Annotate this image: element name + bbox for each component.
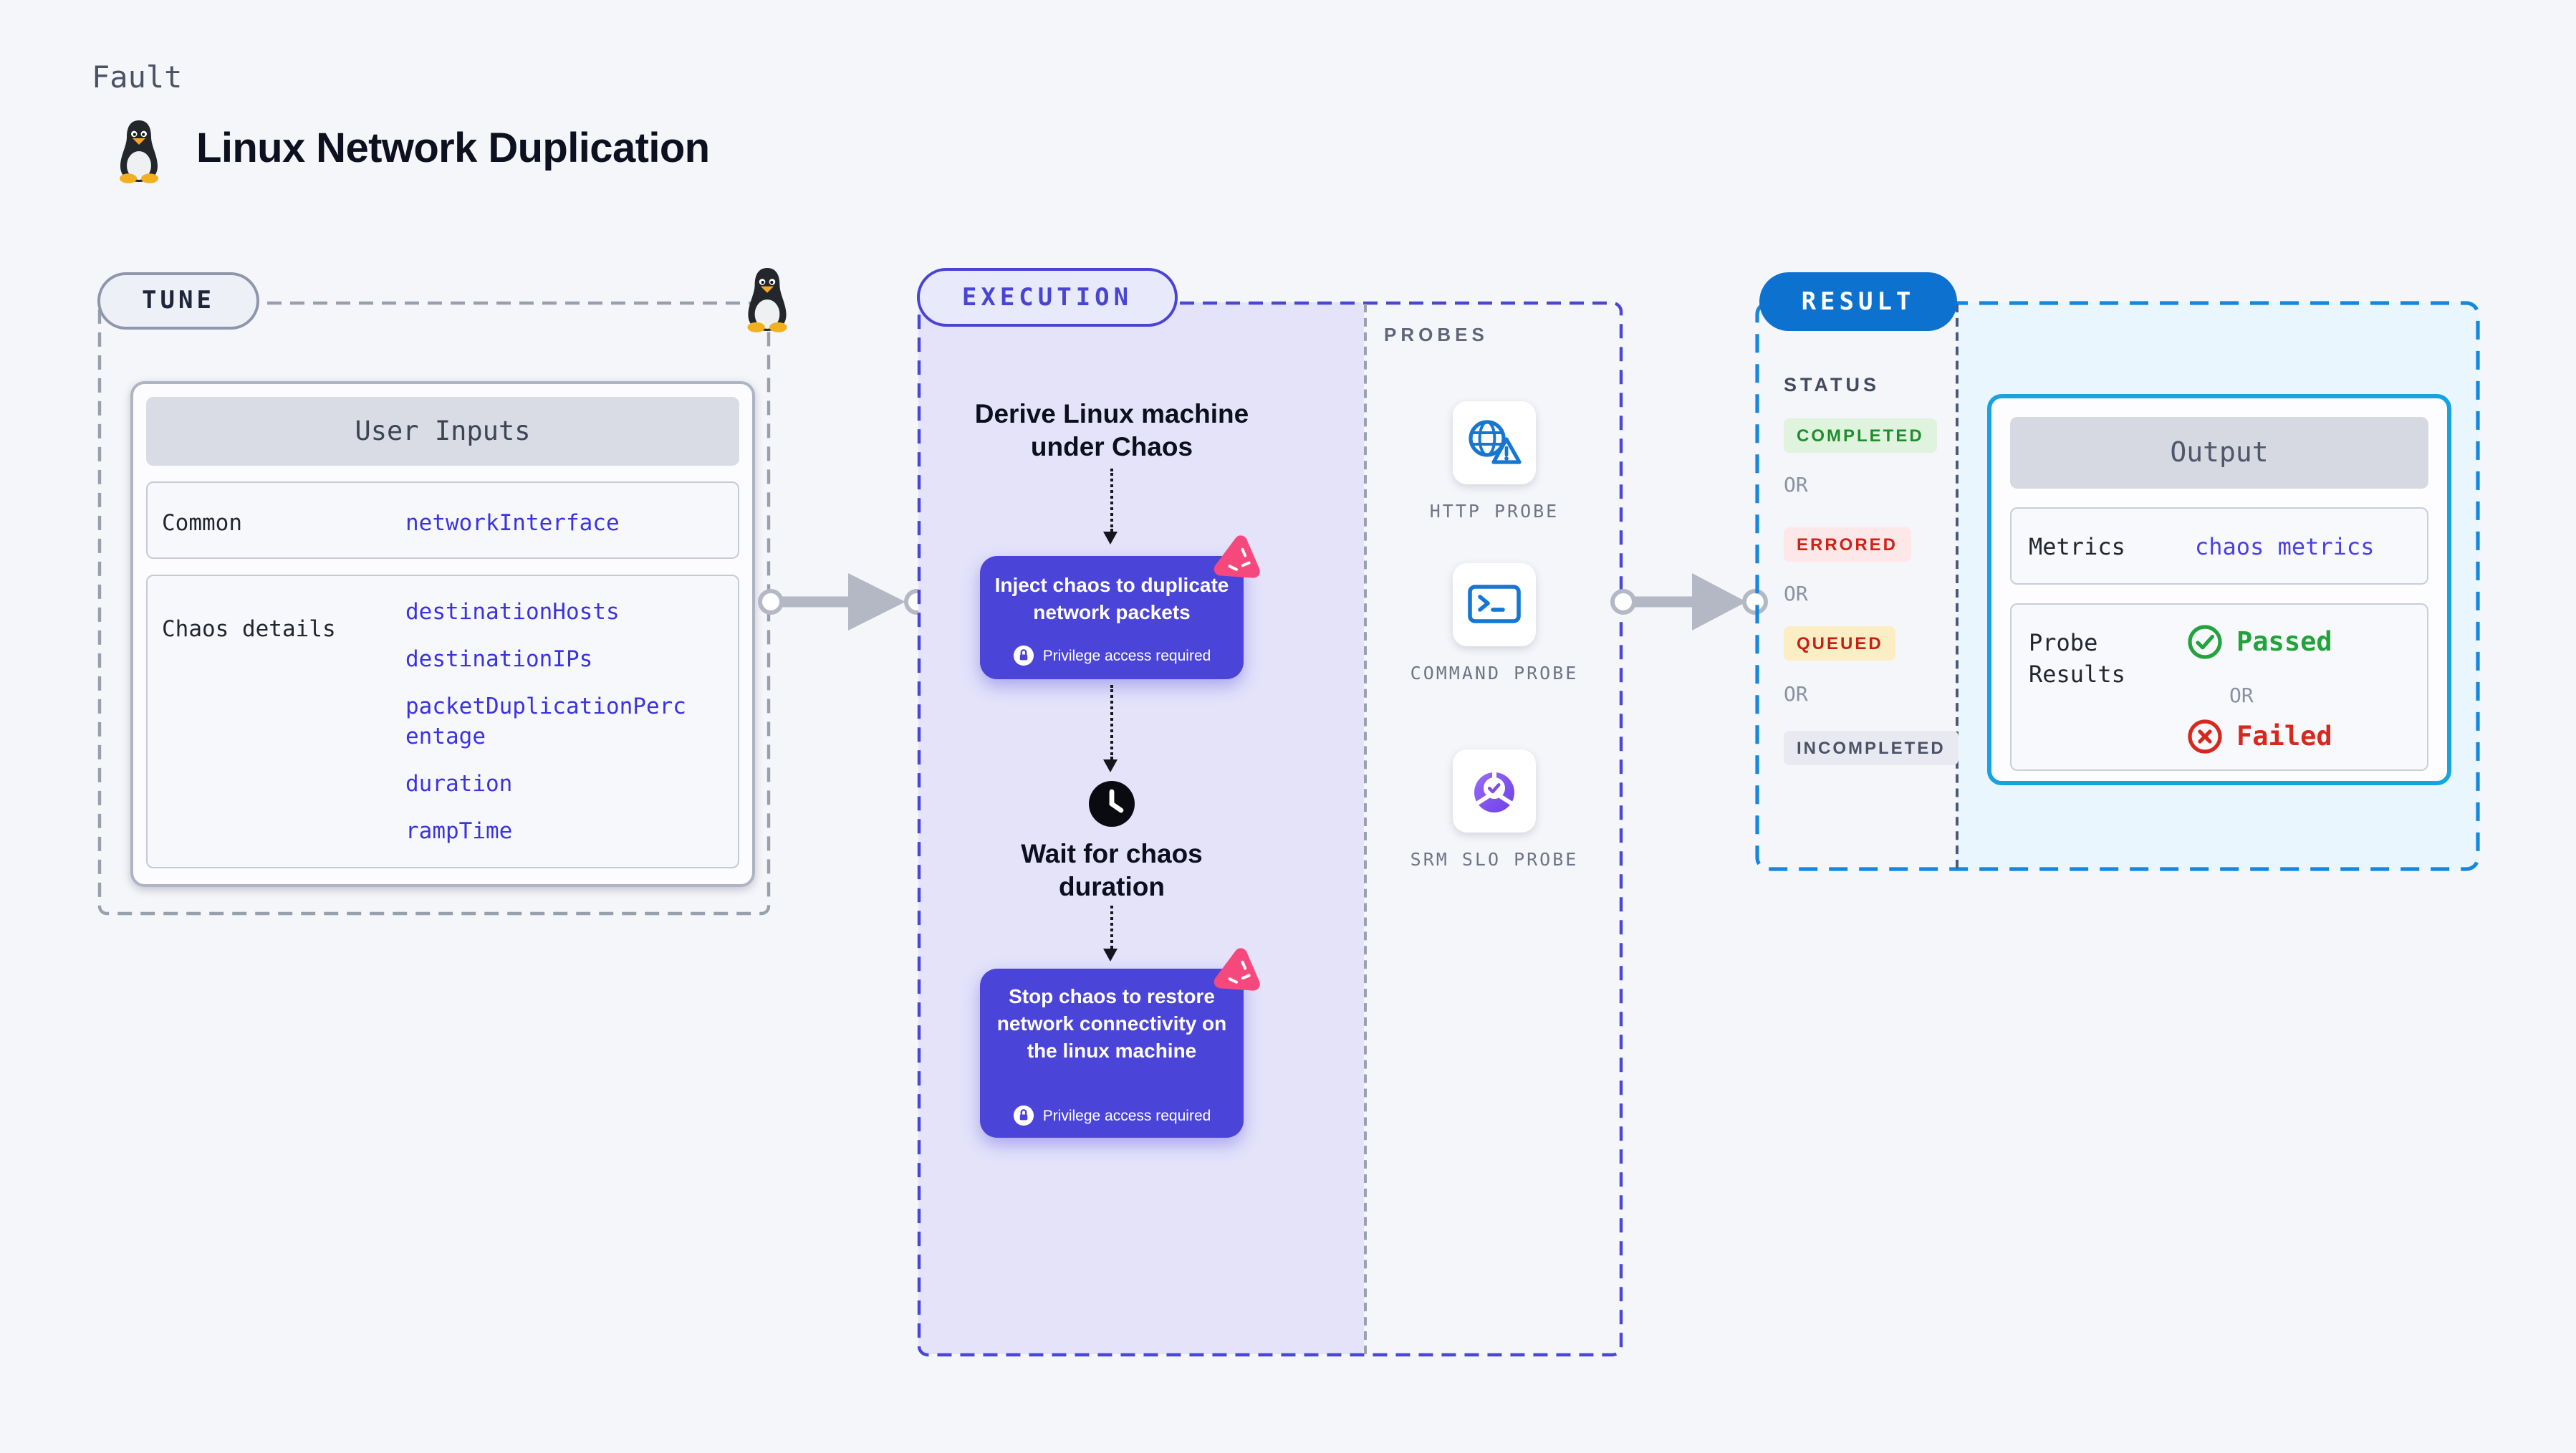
user-inputs-card: User Inputs Common networkInterface Chao… <box>130 381 755 887</box>
terminal-icon <box>1468 585 1521 623</box>
output-card: Output Metrics chaos metrics Probe Resul… <box>1987 394 2451 785</box>
or-separator: OR <box>2229 685 2254 708</box>
passed-label: Passed <box>2236 627 2332 657</box>
chaos-pink-icon <box>1213 535 1260 578</box>
flow-arrow-execution-to-result <box>1610 573 1768 630</box>
linux-tux-icon <box>747 268 787 332</box>
status-chip-completed: COMPLETED <box>1784 418 1937 453</box>
input-value[interactable]: duration <box>405 771 513 797</box>
flow-connector <box>1110 906 1113 949</box>
status-chip-errored: ERRORED <box>1784 527 1911 562</box>
flow-connector-arrowhead <box>1103 949 1118 962</box>
lock-icon <box>1013 1105 1034 1126</box>
result-container-border <box>1755 301 2480 871</box>
probe-label: COMMAND PROBE <box>1410 662 1579 684</box>
status-chip-incompleted: INCOMPLETED <box>1784 731 1959 765</box>
input-value[interactable]: packetDuplicationPercentage <box>405 694 686 749</box>
fault-kicker: Fault <box>92 60 183 95</box>
execution-container-border <box>917 301 1623 1357</box>
page-title: Linux Network Duplication <box>196 126 710 172</box>
output-header: Output <box>2010 417 2428 489</box>
status-output-divider <box>1956 304 1959 868</box>
srm-slo-probe-card[interactable] <box>1453 749 1536 833</box>
probe-results-row: Probe Results Passed OR Failed <box>2010 603 2428 771</box>
step-derive-label: Derive Linux machine under Chaos <box>974 398 1249 461</box>
flow-arrow-tune-to-execution <box>758 573 930 630</box>
slo-pie-icon <box>1474 771 1514 812</box>
input-value[interactable]: destinationHosts <box>405 599 620 625</box>
lock-icon <box>1013 645 1034 666</box>
probe-label: SRM SLO PROBE <box>1410 848 1579 870</box>
step-wait-label: Wait for chaos duration <box>1021 838 1203 901</box>
input-row-label: Chaos details <box>162 616 336 642</box>
probes-section-label: PROBES <box>1384 324 1489 345</box>
check-circle-icon <box>2188 625 2222 659</box>
linux-tux-icon <box>120 120 158 183</box>
probes-divider <box>1364 304 1367 1354</box>
metrics-value[interactable]: chaos metrics <box>2195 533 2375 560</box>
step-stop-chaos-box[interactable]: Stop chaos to restore network connectivi… <box>980 969 1244 1138</box>
flow-connector-arrowhead <box>1103 759 1118 772</box>
flow-connector-arrowhead <box>1103 532 1118 545</box>
privilege-note: Privilege access required <box>1042 1107 1211 1124</box>
result-badge[interactable]: RESULT <box>1759 272 1957 331</box>
step-inject-chaos-box[interactable]: Inject chaos to duplicate network packet… <box>980 556 1244 679</box>
step-inject-label: Inject chaos to duplicate network packet… <box>994 573 1229 623</box>
failed-label: Failed <box>2236 721 2332 752</box>
tune-badge[interactable]: TUNE <box>97 272 259 330</box>
execution-badge[interactable]: EXECUTION <box>917 268 1178 327</box>
metrics-row: Metrics chaos metrics <box>2010 507 2428 585</box>
globe-alert-icon <box>1469 420 1522 464</box>
chaos-pink-icon <box>1213 948 1260 991</box>
input-value[interactable]: rampTime <box>405 818 513 844</box>
flow-connector <box>1110 469 1113 532</box>
or-separator: OR <box>1784 684 1808 706</box>
step-stop-label: Stop chaos to restore network connectivi… <box>996 984 1227 1062</box>
privilege-note: Privilege access required <box>1042 647 1211 664</box>
execution-flow-panel <box>918 302 1364 1354</box>
command-probe-card[interactable] <box>1453 563 1536 646</box>
flow-connector <box>1110 685 1113 759</box>
status-chip-queued: QUEUED <box>1784 626 1896 661</box>
probe-label: HTTP PROBE <box>1429 500 1559 522</box>
input-row-label: Common <box>162 510 242 536</box>
or-separator: OR <box>1784 583 1808 606</box>
input-value[interactable]: networkInterface <box>405 510 620 536</box>
http-probe-card[interactable] <box>1453 401 1536 484</box>
input-value[interactable]: destinationIPs <box>405 646 593 672</box>
status-section-label: STATUS <box>1784 374 1880 395</box>
input-row-chaos-details: Chaos details destinationHosts destinati… <box>146 575 739 868</box>
probe-results-label: Probe Results <box>2029 629 2125 688</box>
x-circle-icon <box>2188 719 2222 754</box>
input-row-common: Common networkInterface <box>146 481 739 559</box>
clock-icon <box>1089 781 1135 827</box>
metrics-label: Metrics <box>2029 533 2125 560</box>
or-separator: OR <box>1784 474 1808 497</box>
user-inputs-header: User Inputs <box>146 397 739 466</box>
